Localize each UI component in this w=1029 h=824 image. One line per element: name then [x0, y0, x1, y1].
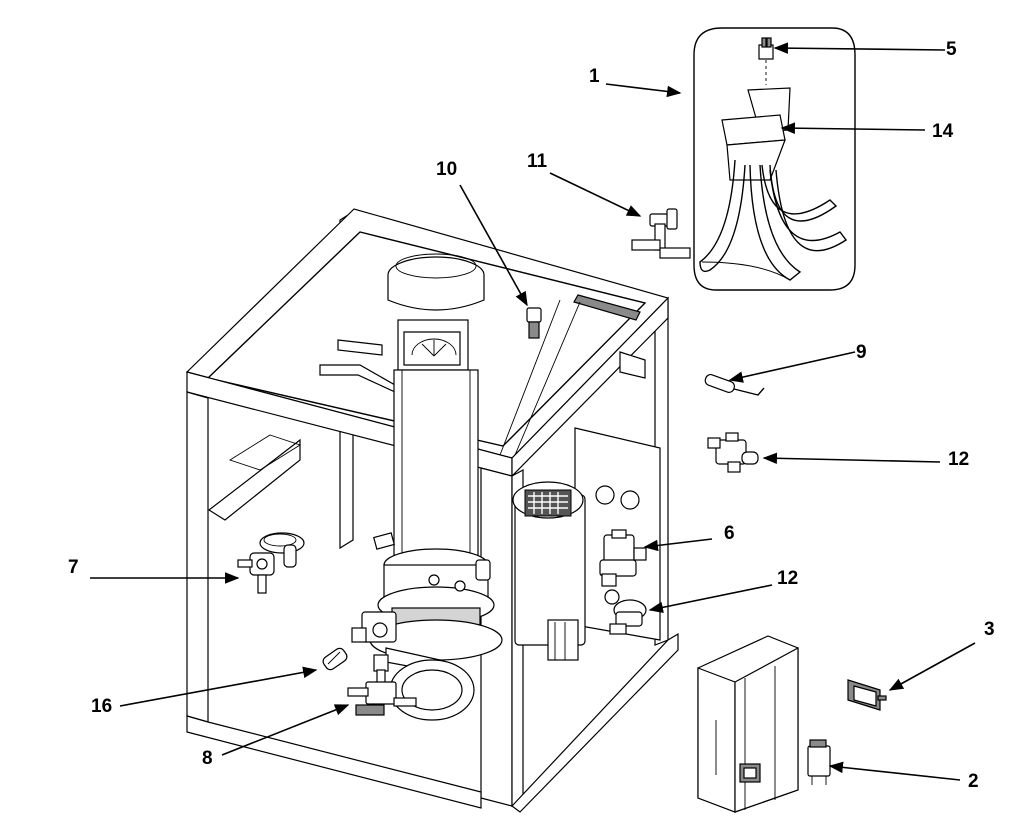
leader-16 — [119, 666, 318, 707]
leader-12-upper — [762, 452, 941, 465]
leader-8 — [221, 704, 350, 756]
leader-6 — [643, 538, 713, 552]
part-8-expansion-valve — [347, 654, 417, 716]
compressor-fan-grille — [524, 489, 572, 517]
callout-2: 2 — [968, 771, 979, 792]
leader-12-lower — [648, 584, 773, 614]
part-7-thermostatic-valve — [237, 532, 305, 594]
leader-3 — [888, 642, 976, 691]
callout-10: 10 — [436, 159, 457, 180]
part-12-valve-upper — [707, 432, 759, 473]
part-3-rocker-switch — [847, 679, 887, 711]
callout-7: 7 — [68, 557, 79, 578]
callout-6: 6 — [724, 523, 735, 544]
gear-motor-assembly — [369, 253, 503, 661]
part-10-clip — [526, 307, 542, 339]
leader-lines — [90, 42, 976, 781]
part-9-probe — [704, 373, 765, 396]
callout-8: 8 — [202, 748, 213, 769]
lower-solenoid-and-drain — [351, 559, 491, 721]
callout-16: 16 — [91, 696, 112, 717]
leader-9 — [728, 351, 856, 383]
callout-11: 11 — [527, 151, 548, 172]
control-box — [697, 635, 799, 813]
leader-2 — [828, 761, 961, 781]
callout-12-lower: 12 — [777, 568, 798, 589]
part-12-valve-lower — [609, 599, 647, 635]
leader-10 — [459, 184, 528, 307]
callout-3: 3 — [984, 619, 995, 640]
leader-14 — [780, 122, 926, 134]
leader-5 — [773, 42, 946, 54]
part-1-dispenser-inset — [693, 27, 856, 291]
callout-12-upper: 12 — [948, 449, 969, 470]
compressor-assembly — [512, 427, 661, 661]
callout-14: 14 — [932, 121, 954, 142]
part-16-filter-drier — [322, 647, 348, 671]
callout-9: 9 — [856, 342, 867, 363]
callout-labels: 1 2 3 5 6 7 8 9 10 11 12 12 14 16 — [68, 39, 995, 792]
part-2-relay — [807, 739, 831, 785]
callout-5: 5 — [946, 39, 957, 60]
callout-1: 1 — [589, 66, 600, 87]
leader-11 — [549, 172, 642, 217]
part-11-tee-fitting — [631, 208, 691, 259]
leader-1 — [605, 83, 682, 98]
part-6-solenoid-valve — [599, 529, 647, 587]
